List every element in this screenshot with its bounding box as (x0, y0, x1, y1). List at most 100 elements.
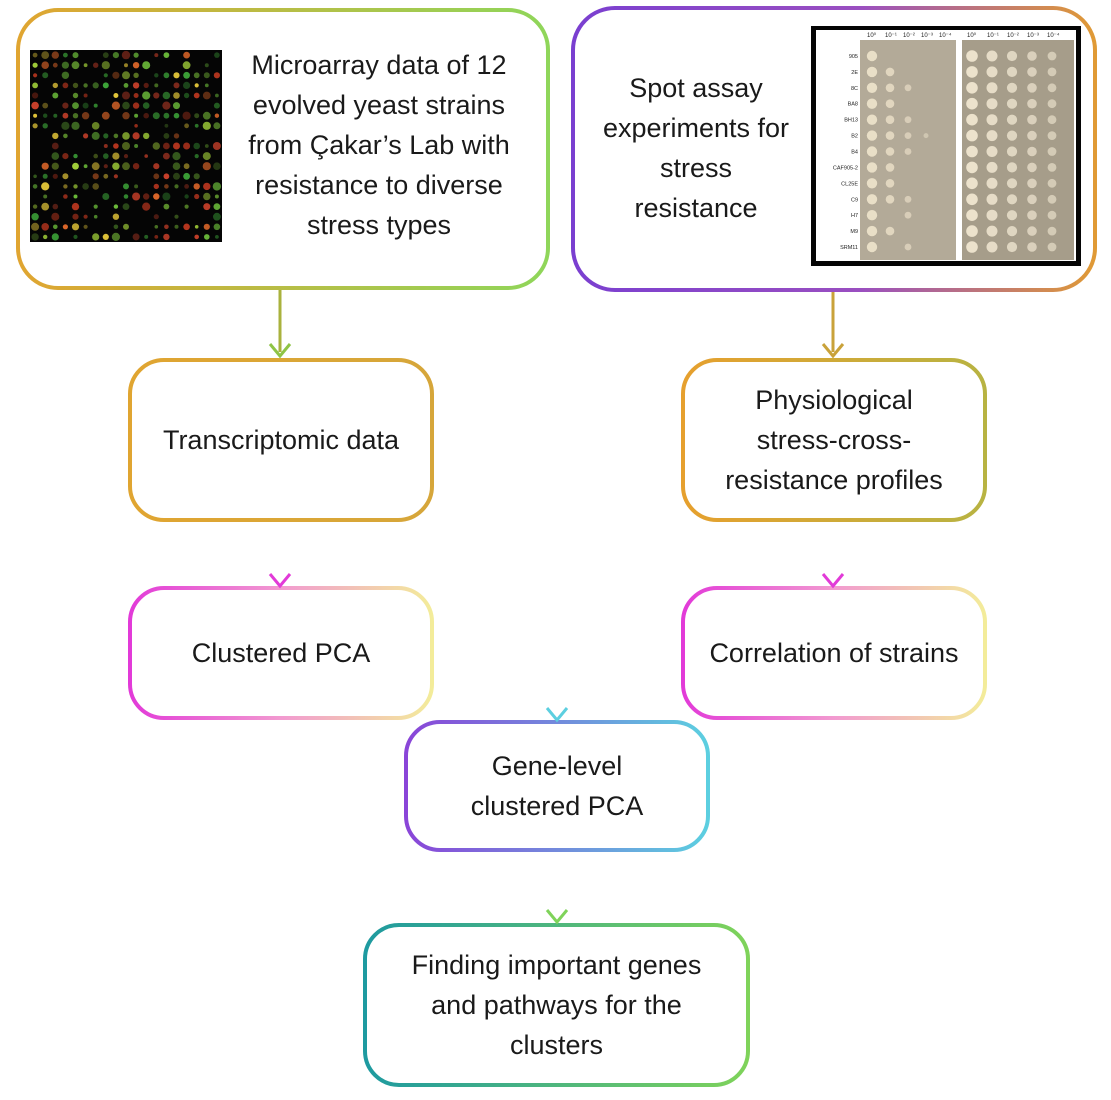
microarray-spot (41, 182, 50, 191)
microarray-spot (112, 152, 120, 160)
microarray-spot (101, 111, 110, 120)
colony (885, 179, 895, 188)
strain-label: H7 (851, 213, 858, 219)
microarray-spot (63, 184, 68, 189)
microarray-spot (32, 204, 38, 209)
microarray-spot (31, 233, 39, 241)
microarray-spot (163, 142, 170, 150)
clustered-pca-label: Clustered PCA (191, 638, 371, 668)
microarray-spot (92, 82, 99, 89)
microarray-spot (53, 224, 58, 230)
colony (966, 97, 978, 110)
dilution-label: 10⁻⁴ (939, 32, 952, 39)
colony (986, 66, 998, 78)
microarray-spot (32, 123, 38, 129)
microarray-spot (42, 173, 48, 179)
colony (1027, 130, 1037, 141)
dilution-label: 10⁰ (967, 32, 977, 39)
microarray-spot (163, 173, 170, 180)
microarray-spot (194, 113, 200, 119)
microarray-spot (51, 152, 60, 160)
colony (866, 146, 878, 157)
colony (1006, 50, 1018, 62)
correlation-label: Correlation of strains (709, 638, 959, 668)
colony (885, 195, 895, 204)
microarray-spot (83, 224, 88, 229)
strain-label: M9 (850, 229, 858, 235)
microarray-spot (202, 121, 211, 130)
microarray-spot (62, 82, 69, 89)
microarray-spot (122, 162, 130, 171)
microarray-spot (173, 133, 180, 139)
microarray-spot (172, 152, 181, 161)
colony (866, 50, 878, 62)
colony (986, 241, 998, 253)
colony (866, 178, 878, 189)
microarray-spot (204, 144, 209, 148)
colony (1027, 67, 1037, 77)
microarray-spot (194, 193, 200, 200)
microarray-spot (194, 123, 199, 128)
colony (904, 132, 912, 140)
microarray-spot (41, 223, 49, 231)
microarray-spot (154, 235, 159, 239)
microarray-spot (122, 101, 130, 110)
colony (1006, 82, 1018, 93)
microarray-spot (122, 203, 130, 211)
microarray-spot (103, 153, 109, 159)
microarray-spot (122, 132, 130, 140)
microarray-spot (163, 52, 170, 58)
colony (904, 243, 912, 251)
colony (904, 148, 912, 155)
microarray-spot (112, 71, 120, 79)
microarray-image (30, 50, 222, 242)
colony (1027, 51, 1037, 61)
microarray-spot (62, 102, 69, 109)
microarray-spot (202, 152, 211, 161)
microarray-spot (194, 234, 199, 240)
microarray-spot (204, 63, 209, 68)
microarray-spot (214, 113, 220, 118)
finding-label: Finding important genes and pathways for… (411, 950, 702, 1060)
microarray-spot (32, 62, 38, 68)
microarray-spot (93, 214, 98, 219)
spot-assay-label: Spot assay experiments for stress resist… (602, 73, 790, 223)
colony (966, 145, 978, 158)
microarray-spot (92, 173, 99, 180)
connectors (268, 290, 845, 925)
microarray-spot (214, 52, 220, 58)
colony (986, 50, 998, 62)
microarray-spot (111, 232, 120, 241)
colony (866, 225, 878, 237)
microarray-spot (42, 123, 48, 129)
microarray-spot (93, 153, 98, 159)
microarray-spot (73, 153, 78, 159)
microarray-spot (134, 144, 139, 148)
colony (1047, 131, 1057, 141)
microarray-spot (183, 223, 190, 231)
microarray-spot (153, 163, 160, 170)
microarray-spot (73, 184, 78, 189)
microarray-spot (183, 172, 191, 180)
microarray-spot (144, 234, 149, 239)
microarray-spot (212, 142, 221, 150)
finding-box (363, 923, 750, 1087)
colony (866, 130, 878, 141)
microarray-spot (31, 222, 40, 231)
microarray-spot (182, 111, 191, 120)
microarray-spot (132, 192, 141, 201)
microarray-spot (202, 162, 211, 171)
microarray-spot (82, 183, 89, 190)
colony (1047, 67, 1057, 77)
microarray-spot (102, 52, 109, 58)
colony (1006, 146, 1018, 157)
colony (1027, 98, 1037, 109)
microarray-spot (203, 223, 210, 230)
strain-label: B2 (851, 134, 858, 140)
colony (904, 84, 912, 92)
microarray-spot (174, 214, 179, 219)
microarray-spot (123, 83, 129, 88)
microarray-spot (202, 111, 211, 120)
microarray-spot (101, 61, 110, 70)
microarray-spot (203, 72, 210, 79)
